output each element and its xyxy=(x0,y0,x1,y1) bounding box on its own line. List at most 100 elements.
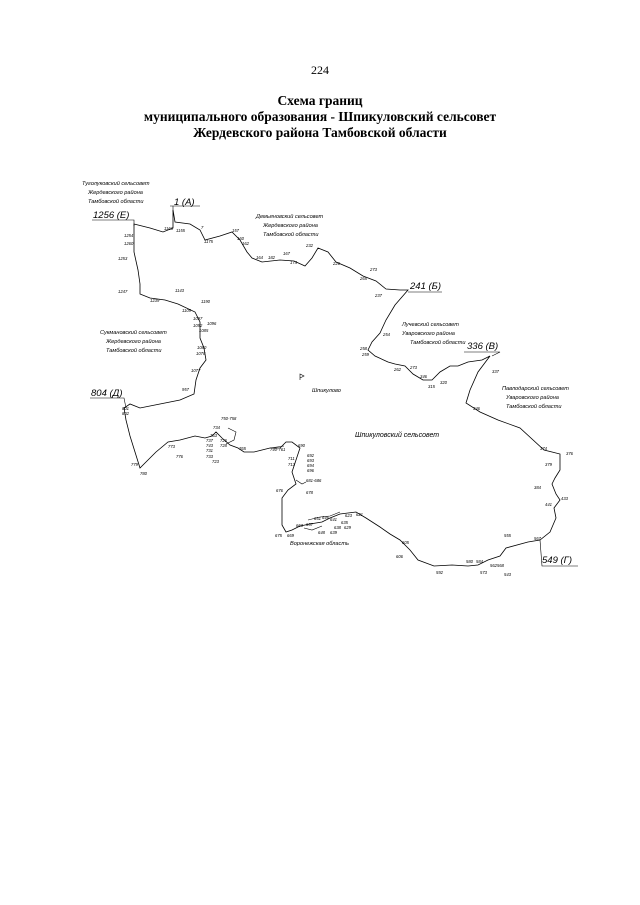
svg-text:Уваровского района: Уваровского района xyxy=(401,330,455,337)
point-labels: 1163 1155 7 1175 157 160 162 164 182 167… xyxy=(118,225,574,577)
point-label: 1080 xyxy=(197,345,207,350)
point-label: 711 xyxy=(288,456,295,461)
point-label: 226 xyxy=(332,261,341,266)
point-label: 254 xyxy=(382,332,391,337)
point-label: 433 xyxy=(561,496,569,501)
point-label: 646 xyxy=(322,515,330,520)
point-label: 7 xyxy=(201,225,204,230)
neighbor-sukmanovsky: Сукмановский сельсовет Жердевского район… xyxy=(100,329,167,354)
neighbor-voronezh: Воронежская область xyxy=(290,541,349,547)
point-label: 648 xyxy=(318,530,326,535)
point-label: 675 xyxy=(275,533,283,538)
point-label: 728 xyxy=(220,443,228,448)
point-label: 773 xyxy=(168,444,176,449)
municipality-label: Шпикуловский сельсовет xyxy=(355,431,439,439)
municipal-boundary xyxy=(123,209,561,567)
point-label: 1078 xyxy=(196,351,206,356)
point-label: 1253 xyxy=(118,256,128,261)
corner-point-D: 804 (Д) xyxy=(91,388,123,399)
point-label: 681-686 xyxy=(306,478,322,483)
point-label: 801 xyxy=(122,406,129,411)
point-label: 1163 xyxy=(164,226,174,231)
point-label: 258 xyxy=(359,346,368,351)
point-label: 384 xyxy=(534,485,542,490)
point-label: 676 xyxy=(276,488,284,493)
point-label: 629 xyxy=(344,525,352,530)
title-line-2: муниципального образования - Шпикуловски… xyxy=(143,109,497,124)
point-label: 1239 xyxy=(150,298,160,303)
point-label: 320 xyxy=(440,380,448,385)
point-label: 1260 xyxy=(124,241,134,246)
point-label: 379 xyxy=(545,462,553,467)
point-label: 555 xyxy=(504,533,512,538)
point-label: 726 xyxy=(220,438,228,443)
point-label: 1092 xyxy=(193,323,203,328)
point-label: 690 xyxy=(298,443,306,448)
svg-text:Демьяновский сельсовет: Демьяновский сельсовет xyxy=(255,213,324,220)
point-label: 265 xyxy=(359,276,368,281)
point-label: 606 xyxy=(396,554,404,559)
neighbor-tugolukovsky: Туголуковский сельсовет Жердевского райо… xyxy=(82,180,150,205)
settlement-marker xyxy=(299,373,305,380)
point-label: 1085 xyxy=(199,328,209,333)
point-label: 182 xyxy=(268,255,276,260)
point-label: 562 xyxy=(490,563,498,568)
svg-text:Лучевский сельсовет: Лучевский сельсовет xyxy=(401,321,459,328)
point-label: 731 xyxy=(206,448,213,453)
point-label: 441 xyxy=(545,502,552,507)
point-label: 162 xyxy=(242,241,250,246)
point-label: 1097 xyxy=(193,316,203,321)
svg-text:Жердевского района: Жердевского района xyxy=(105,338,161,345)
point-label: 592 xyxy=(436,570,444,575)
point-label: 584 xyxy=(476,559,484,564)
point-label: 232 xyxy=(305,243,314,248)
neighbor-luchevsky: Лучевский сельсовет Уваровского района Т… xyxy=(401,321,465,346)
point-label: 750-758 xyxy=(221,416,237,421)
svg-text:Тамбовской области: Тамбовской области xyxy=(506,403,561,410)
point-label: 663 xyxy=(296,523,304,528)
corner-point-A: 1 (А) xyxy=(174,197,195,208)
point-label: 694 xyxy=(307,463,315,468)
point-label: 623 xyxy=(345,513,353,518)
point-label: 346 xyxy=(420,374,428,379)
svg-text:Тамбовской области: Тамбовской области xyxy=(263,231,318,238)
svg-text:Жердевского района: Жердевского района xyxy=(87,189,143,196)
point-label: 713 xyxy=(288,462,296,467)
point-label: 259 xyxy=(361,352,370,357)
point-label: 1247 xyxy=(118,289,128,294)
settlement-label: Шпикулово xyxy=(312,388,341,394)
point-label: 1175 xyxy=(204,239,214,244)
point-label: 693 xyxy=(307,458,315,463)
point-label: 164 xyxy=(256,255,264,260)
point-label: 160 xyxy=(237,236,245,241)
svg-text:Тамбовской области: Тамбовской области xyxy=(88,198,143,205)
page-number: 224 xyxy=(311,63,329,77)
svg-text:Уваровского района: Уваровского района xyxy=(505,394,559,401)
point-label: 1143 xyxy=(175,288,185,293)
point-label: 1190 xyxy=(201,299,211,304)
point-label: 692 xyxy=(307,453,315,458)
page-title: Схема границ муниципального образования … xyxy=(0,93,640,141)
point-label: 1109 xyxy=(182,308,192,313)
point-label: 337 xyxy=(492,369,500,374)
point-label: 639 xyxy=(330,530,338,535)
point-label: 765 xyxy=(239,446,247,451)
svg-text:Сукмановский сельсовет: Сукмановский сельсовет xyxy=(100,329,167,336)
neighbor-demyanovsky: Демьяновский сельсовет Жердевского район… xyxy=(255,213,324,238)
point-label: 315 xyxy=(428,384,436,389)
point-label: 734 xyxy=(213,425,221,430)
point-label: 237 xyxy=(374,293,383,298)
point-label: 737 xyxy=(206,438,214,443)
point-label: 543 xyxy=(504,572,512,577)
boundary-detail xyxy=(225,427,341,531)
point-label: 1096 xyxy=(207,321,217,326)
point-label: 1155 xyxy=(176,228,186,233)
point-label: 567 xyxy=(534,536,542,541)
point-label: 1254 xyxy=(124,233,134,238)
corner-point-B: 241 (Б) xyxy=(409,281,441,292)
corner-point-E: 1256 (Е) xyxy=(93,210,129,221)
svg-text:Павлодарский сельсовет: Павлодарский сельсовет xyxy=(502,385,569,392)
svg-text:Тамбовской области: Тамбовской области xyxy=(410,339,465,346)
svg-text:Тамбовской области: Тамбовской области xyxy=(106,347,161,354)
